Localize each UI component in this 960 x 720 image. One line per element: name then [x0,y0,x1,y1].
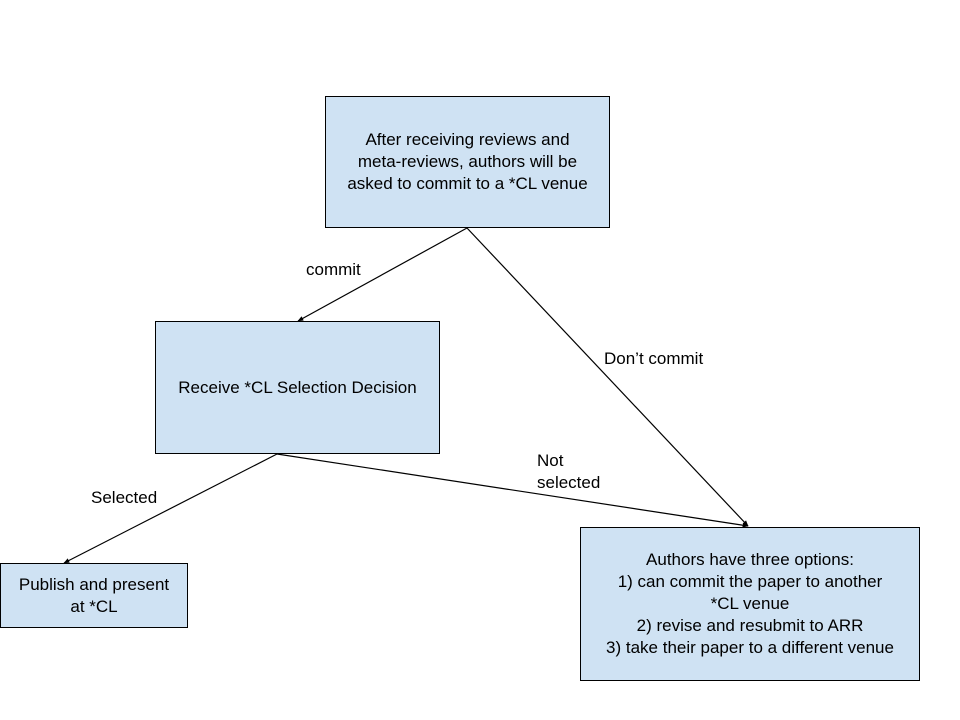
selection-decision-node: Receive *CL Selection Decision [155,321,440,454]
not-selected-edge-label: Not selected [537,451,601,492]
start-node-text: After receiving reviews and meta-reviews… [347,130,588,193]
arrow-selected [63,453,278,564]
arrow-commit [297,227,468,322]
publish-node: Publish and present at *CL [0,563,188,628]
selected-edge-label: Selected [91,488,158,507]
publish-node-text: Publish and present at *CL [18,574,170,616]
arrow-dont-commit [466,227,749,527]
selection-decision-text: Receive *CL Selection Decision [178,377,417,397]
author-options-node: Authors have three options: 1) can commi… [580,527,920,681]
commit-edge-label: commit [306,260,361,279]
author-options-text: Authors have three options: 1) can commi… [606,550,894,657]
start-node: After receiving reviews and meta-reviews… [325,96,610,228]
arrow-not-selected [276,453,749,528]
dont-commit-edge-label: Don’t commit [604,349,704,368]
